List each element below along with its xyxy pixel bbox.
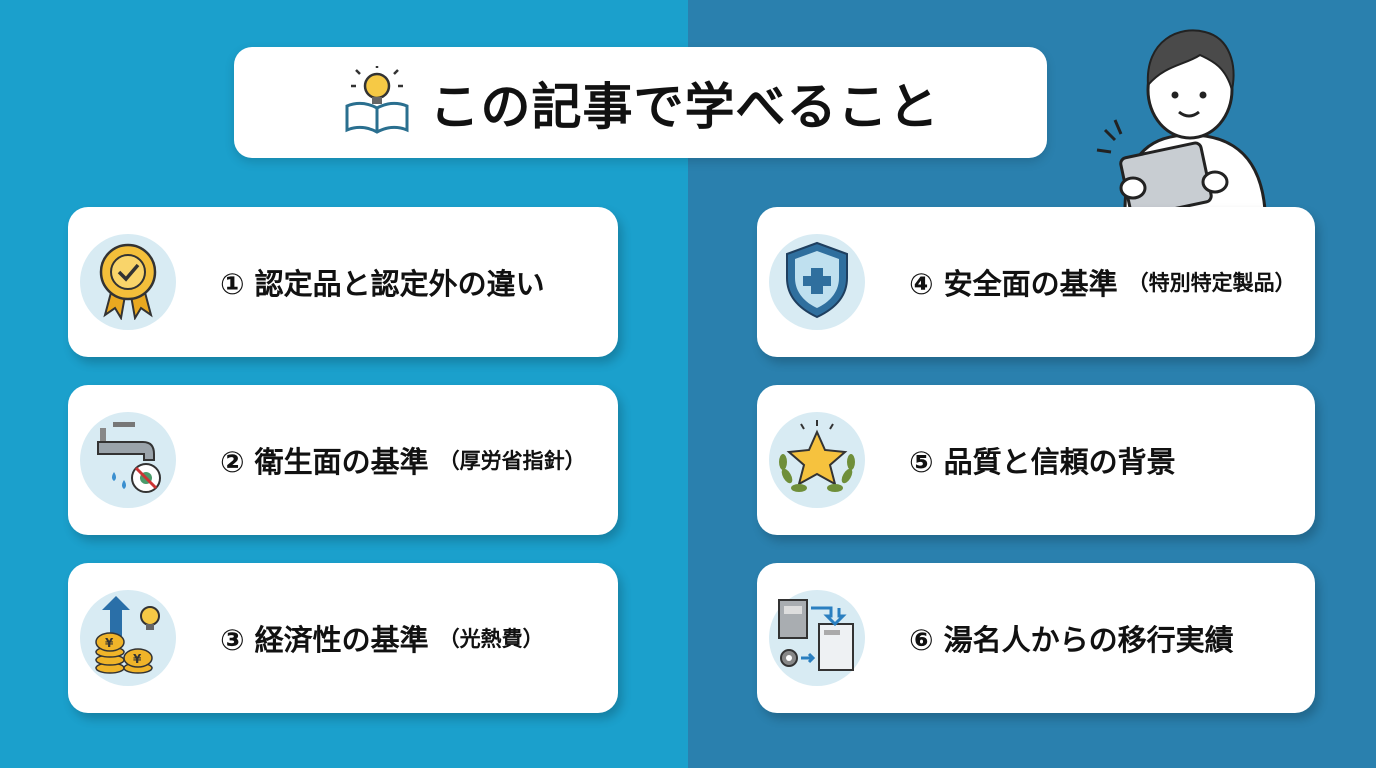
award-badge-icon xyxy=(93,240,163,324)
star-laurel-icon xyxy=(775,418,859,502)
item-label: ① 認定品と認定外の違い xyxy=(220,267,545,301)
list-item: ① 認定品と認定外の違い xyxy=(68,207,618,357)
shield-cross-icon xyxy=(782,240,852,324)
svg-text:¥: ¥ xyxy=(133,652,142,666)
lightbulb-book-icon xyxy=(342,63,412,140)
list-item: ② 衛生面の基準 （厚労省指針） xyxy=(68,385,618,535)
faucet-germ-icon xyxy=(88,418,168,502)
person-with-tablet-illustration xyxy=(1085,20,1275,219)
list-item: ⑤ 品質と信頼の背景 xyxy=(757,385,1315,535)
list-item: ④ 安全面の基準 （特別特定製品） xyxy=(757,207,1315,357)
item-sublabel: （光熱費） xyxy=(438,627,544,651)
item-label: ② 衛生面の基準 xyxy=(220,445,429,479)
item-label: ⑥ 湯名人からの移行実績 xyxy=(909,623,1234,657)
list-item: ¥¥ ③ 経済性の基準 （光熱費） xyxy=(68,563,618,713)
yen-coins-icon: ¥¥ xyxy=(88,596,168,680)
item-sublabel: （厚労省指針） xyxy=(438,449,586,473)
item-label: ⑤ 品質と信頼の背景 xyxy=(909,445,1176,479)
water-heater-transition-icon xyxy=(775,596,859,680)
item-sublabel: （特別特定製品） xyxy=(1127,271,1296,295)
item-label: ④ 安全面の基準 xyxy=(909,267,1118,301)
list-item: ⑥ 湯名人からの移行実績 xyxy=(757,563,1315,713)
item-label: ③ 経済性の基準 xyxy=(220,623,429,657)
svg-text:¥: ¥ xyxy=(105,636,114,650)
page-title: この記事で学べること xyxy=(429,77,940,136)
title-banner: この記事で学べること xyxy=(234,47,1047,158)
